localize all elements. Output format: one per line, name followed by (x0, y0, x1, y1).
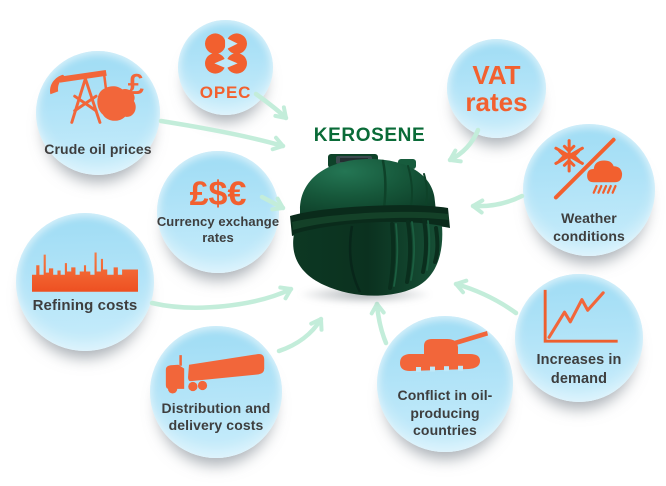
opec-logo-icon (201, 32, 251, 75)
factor-label: Currency exchange rates (156, 214, 280, 246)
factor-label: VAT rates (465, 59, 528, 117)
arrow-distribution-to-kerosene (276, 316, 324, 354)
tanker-truck-icon (162, 350, 270, 395)
factor-label: Distribution and delivery costs (161, 399, 271, 434)
factor-distribution-delivery-costs: Distribution and delivery costs (150, 326, 282, 458)
line-chart-icon (537, 288, 621, 346)
arrow-demand-to-kerosene (453, 278, 519, 316)
factor-weather-conditions: Weather conditions (523, 124, 655, 256)
currency-symbols-icon: £$€ (189, 175, 247, 214)
factor-label: Increases in demand (536, 352, 622, 387)
factor-opec: OPEC (178, 20, 273, 115)
arrow-crude-to-kerosene (158, 118, 286, 152)
arrow-weather-to-kerosene (470, 193, 525, 215)
kerosene-title: KEROSENE (313, 125, 426, 146)
factor-vat-rates: VAT rates (447, 39, 546, 138)
refinery-icon (32, 249, 138, 292)
factor-label: Crude oil prices (44, 140, 152, 157)
factor-currency-exchange-rates: £$€ Currency exchange rates (157, 151, 279, 273)
svg-text:£: £ (128, 69, 144, 101)
factor-refining-costs: Refining costs (16, 213, 154, 351)
military-tank-icon (397, 328, 493, 382)
factor-conflict-oil-producing-countries: Conflict in oil-producing countries (377, 316, 513, 452)
oil-pump-jack-icon: £ (45, 68, 151, 136)
factor-label: Refining costs (32, 296, 138, 314)
factor-label: OPEC (199, 82, 252, 102)
arrow-refining-to-kerosene (149, 285, 294, 310)
factor-label: Conflict in oil-producing countries (397, 387, 493, 439)
factor-label: Weather conditions (553, 210, 625, 244)
snow-rain-weather-icon (549, 135, 629, 205)
factor-increases-in-demand: Increases in demand (515, 274, 643, 402)
arrow-conflict-to-kerosene (369, 301, 389, 346)
kerosene-tank-illustration (282, 150, 457, 300)
factor-crude-oil-prices: £ Crude oil prices (36, 51, 160, 175)
